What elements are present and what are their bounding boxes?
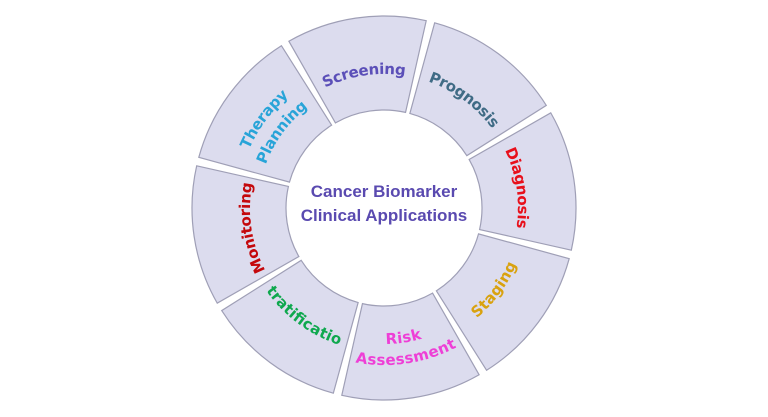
segment-screening bbox=[288, 15, 427, 124]
segment-therapy-planning bbox=[198, 44, 333, 183]
segment-diagnosis bbox=[468, 112, 577, 251]
segment-staging bbox=[435, 233, 570, 372]
segments-group bbox=[191, 15, 577, 401]
segment-stratification bbox=[220, 259, 359, 394]
center-title-line2: Clinical Applications bbox=[301, 206, 468, 225]
segment-prognosis bbox=[409, 22, 548, 157]
segment-risk-assessment bbox=[341, 292, 480, 401]
segment-label-risk: Risk bbox=[385, 324, 424, 347]
segment-monitoring bbox=[191, 165, 300, 304]
center-title-line1: Cancer Biomarker bbox=[311, 182, 458, 201]
